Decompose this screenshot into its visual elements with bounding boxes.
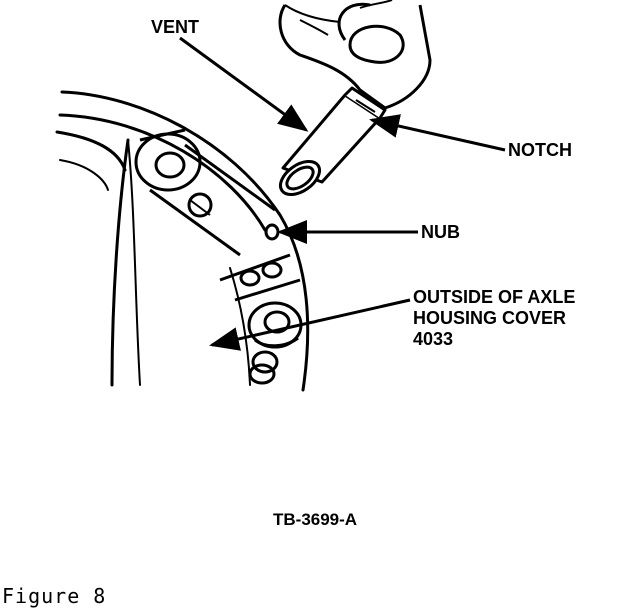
axle-cover-label: OUTSIDE OF AXLE HOUSING COVER 4033 [413,287,575,350]
cover-leader [209,298,411,351]
nub-label: NUB [421,222,460,242]
vent-hole-boss [247,301,303,349]
cover-band-lower [248,350,279,385]
vent-leader [179,36,309,132]
figure-caption: Figure 8 [2,584,107,608]
axle-cover-label-line1: OUTSIDE OF AXLE [413,287,576,307]
notch-leader [369,114,506,152]
cover-boss-upper [134,128,202,192]
vent-tube [278,86,387,197]
axle-cover-label-line2: HOUSING COVER [413,308,567,328]
figure-code: TB-3699-A [273,510,358,529]
callout-leaders [179,36,506,351]
notch-label: NOTCH [508,140,572,160]
technician-fingers [278,0,432,110]
vent-label: VENT [151,17,200,37]
cover-band [149,143,301,302]
axle-cover-label-line3: 4033 [413,329,454,349]
nub [264,223,280,241]
